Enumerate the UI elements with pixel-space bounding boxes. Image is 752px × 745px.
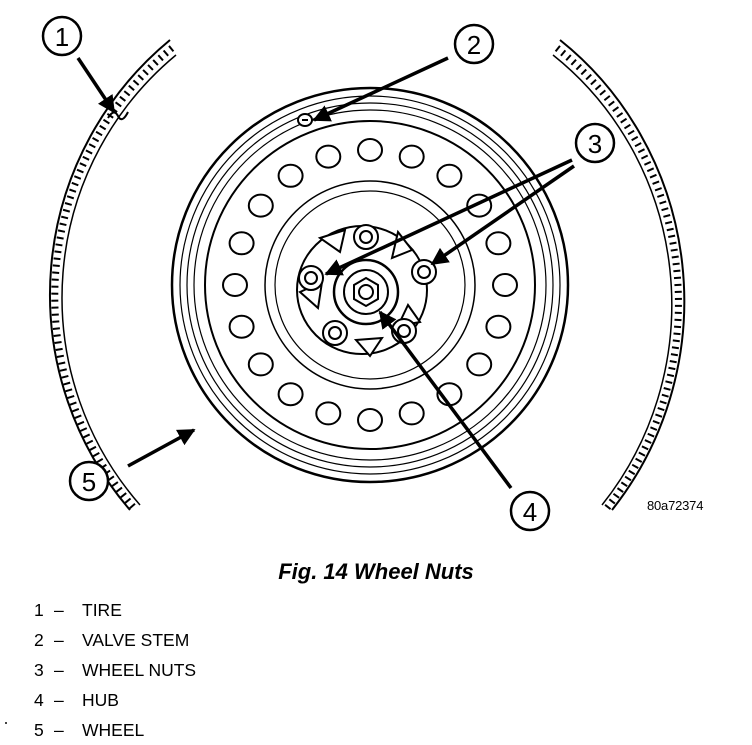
wheel-nut xyxy=(322,320,348,346)
legend-label: WHEEL NUTS xyxy=(82,659,197,680)
wheel-nut xyxy=(411,259,437,285)
tire-tread-left xyxy=(51,45,175,511)
legend-dash: – xyxy=(54,689,64,710)
vent-hole xyxy=(247,193,274,218)
callout-5: 5 xyxy=(68,460,110,502)
legend-dash: – xyxy=(54,659,64,680)
vent-hole xyxy=(315,401,342,426)
legend-number: 2 xyxy=(34,629,44,650)
legend-number: 3 xyxy=(34,659,44,680)
legend-label: TIRE xyxy=(82,599,122,620)
vent-hole xyxy=(315,144,342,169)
tire-arc-right-inner xyxy=(552,54,673,506)
vent-hole xyxy=(492,273,518,297)
vent-hole xyxy=(398,401,425,426)
vent-hole xyxy=(228,314,255,339)
vent-hole xyxy=(357,408,383,432)
callout-5-label: 5 xyxy=(82,467,96,497)
leader-3b xyxy=(430,164,575,266)
legend-item: 2 – VALVE STEM xyxy=(34,625,196,655)
callout-4-label: 4 xyxy=(523,497,537,527)
leader-lines xyxy=(76,56,575,490)
leader-2 xyxy=(312,56,449,122)
tire xyxy=(49,39,686,511)
callout-1: 1 xyxy=(41,15,83,57)
legend-number: 4 xyxy=(34,689,44,710)
wheel-inner-ring-2 xyxy=(274,190,466,380)
callout-3-label: 3 xyxy=(588,129,602,159)
wheel-rim-outer xyxy=(170,86,570,484)
tire-tread-right xyxy=(554,45,682,511)
leader-3a xyxy=(324,158,573,276)
legend-number: 1 xyxy=(34,599,44,620)
legend-label: VALVE STEM xyxy=(82,629,190,650)
vent-hole xyxy=(485,231,512,256)
legend-item: 3 – WHEEL NUTS xyxy=(34,655,196,685)
vent-hole xyxy=(398,144,425,169)
callout-1-label: 1 xyxy=(55,22,69,52)
vent-hole xyxy=(277,382,304,407)
hub-center xyxy=(358,284,374,300)
figure-caption: Fig. 14 Wheel Nuts xyxy=(278,559,474,584)
drawing-code: 80a72374 xyxy=(647,498,704,513)
tire-arc-left-outer xyxy=(49,39,171,511)
vent-hole xyxy=(247,352,274,377)
leader-5 xyxy=(127,428,196,468)
wheel-nuts-illustration: 1 2 3 4 5 xyxy=(41,15,686,532)
leader-1 xyxy=(76,57,116,114)
wheel-nut xyxy=(298,265,324,291)
vent-hole xyxy=(277,163,304,188)
wheel-vent-holes xyxy=(222,138,518,432)
tire-arc-right-outer xyxy=(559,39,686,511)
wheel-rim-3 xyxy=(186,102,554,468)
legend-number: 5 xyxy=(34,719,44,740)
legend-dash: – xyxy=(54,599,64,620)
callout-4: 4 xyxy=(509,490,551,532)
wheel-rim-4 xyxy=(193,109,547,461)
vent-hole xyxy=(436,163,463,188)
vent-hole xyxy=(228,231,255,256)
legend-dash: – xyxy=(54,719,64,740)
leader-1-squiggle xyxy=(107,111,129,121)
wheel-nut xyxy=(353,224,379,250)
vent-hole xyxy=(222,273,248,297)
valve-stem xyxy=(297,113,313,127)
legend-item: 4 – HUB xyxy=(34,685,196,715)
callout-2: 2 xyxy=(453,23,495,65)
legend-item: 1 – TIRE xyxy=(34,595,196,625)
callout-3: 3 xyxy=(574,122,616,164)
callout-2-label: 2 xyxy=(467,30,481,60)
legend-label: WHEEL xyxy=(82,719,145,740)
stray-mark xyxy=(5,722,7,724)
wheel-face xyxy=(204,120,536,450)
vent-hole xyxy=(485,314,512,339)
leader-4 xyxy=(378,310,513,490)
legend-dash: – xyxy=(54,629,64,650)
wheel-inner-ring xyxy=(264,180,476,390)
vent-hole xyxy=(466,352,493,377)
tire-arc-left-inner xyxy=(61,54,177,506)
hub xyxy=(332,258,400,326)
vent-hole xyxy=(357,138,383,162)
legend-item: 5 – WHEEL xyxy=(34,715,196,745)
legend-label: HUB xyxy=(82,689,119,710)
legend: 1 – TIRE 2 – VALVE STEM 3 – WHEEL NUTS 4… xyxy=(34,595,196,745)
